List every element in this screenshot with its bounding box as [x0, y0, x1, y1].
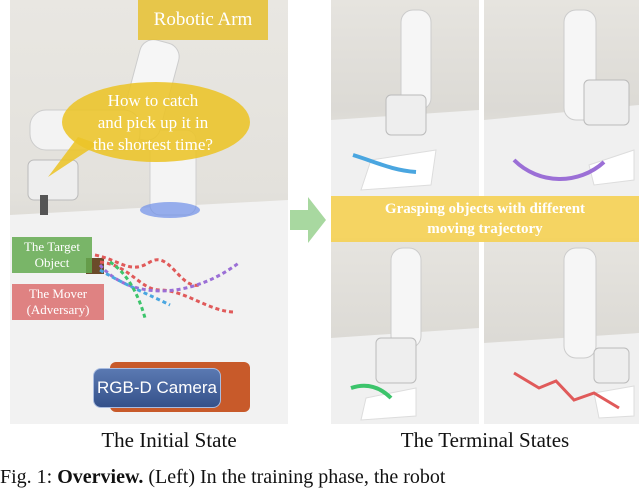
terminal-state-photo-1	[331, 0, 479, 200]
terminal-trajectory-blue	[352, 153, 417, 174]
speech-line-2: and pick up it in	[97, 113, 209, 132]
banner-line-1: Grasping objects with different	[384, 201, 586, 217]
terminal-state-photo-4	[484, 238, 639, 424]
speech-line-3: the shortest time?	[93, 135, 213, 154]
terminal-scene-4	[484, 247, 639, 424]
figure-caption-prefix: Fig. 1:	[0, 466, 58, 488]
figure-caption-rest: (Left) In the training phase, the robot	[143, 466, 446, 488]
figure-caption-bold: Overview.	[57, 466, 144, 488]
trajectory-red-2	[99, 260, 236, 314]
terminal-state-photo-3	[331, 238, 479, 424]
terminal-state-photo-2	[484, 0, 639, 200]
transition-arrow-icon	[290, 197, 326, 243]
terminal-scene-2	[484, 9, 639, 200]
terminal-trajectory-green	[350, 383, 393, 400]
robotic-arm-label-text: Robotic Arm	[153, 9, 253, 30]
target-object-label: The Target Object	[12, 237, 92, 273]
speech-bubble-shape	[48, 82, 250, 177]
robotic-arm-label: Robotic Arm	[138, 0, 268, 40]
terminal-trajectory-purple	[512, 158, 606, 181]
initial-state-photo	[10, 0, 288, 424]
speech-bubble: How to catch and pick up it in the short…	[48, 82, 250, 177]
terminal-states-caption: The Terminal States	[400, 428, 570, 452]
camera-label-text: RGB-D Camera	[97, 378, 217, 397]
trajectory-blue	[99, 268, 171, 307]
terminal-trajectory-red	[513, 371, 620, 410]
terminal-scene-1	[331, 9, 479, 200]
mover-label-line-2: (Adversary)	[26, 302, 90, 317]
target-label-line-1: The Target	[23, 239, 80, 254]
grasping-banner: Grasping objects with different moving t…	[331, 196, 639, 242]
terminal-scene-3	[331, 247, 479, 424]
target-label-line-2: Object	[34, 255, 70, 270]
trajectory-red-1	[94, 253, 201, 287]
speech-bubble-text: How to catch and pick up it in the short…	[58, 82, 248, 164]
trajectory-purple	[98, 260, 241, 293]
mover-label-line-1: The Mover	[28, 286, 88, 301]
mover-label: The Mover (Adversary)	[12, 284, 104, 320]
camera-label: RGB-D Camera	[93, 368, 221, 408]
banner-line-2: moving trajectory	[427, 221, 543, 237]
initial-state-caption: The Initial State	[101, 428, 237, 452]
initial-scene	[10, 39, 288, 424]
speech-line-1: How to catch	[107, 91, 199, 110]
figure-caption: Fig. 1: Overview. (Left) In the training…	[0, 466, 445, 489]
trajectory-green	[109, 260, 147, 319]
